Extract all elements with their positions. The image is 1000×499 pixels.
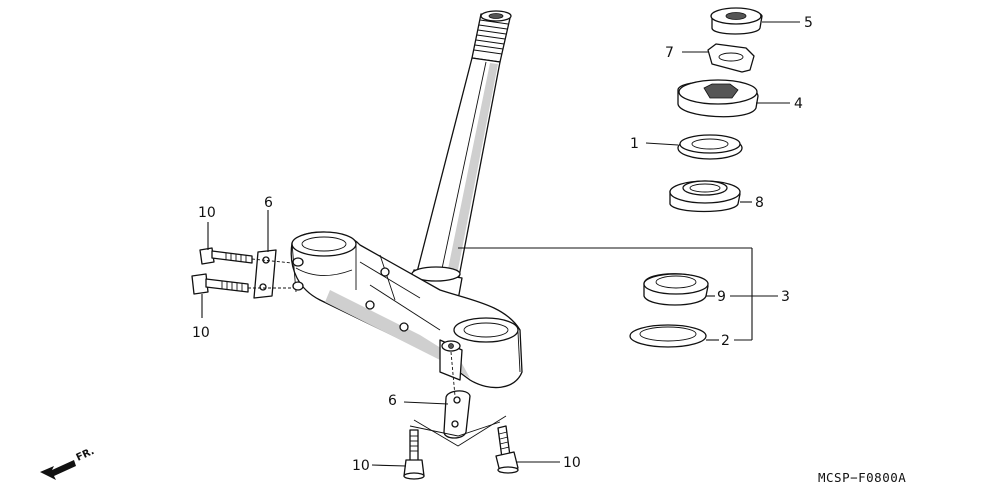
lock-plate-lower-part [443,390,471,439]
callout-8: 8 [755,195,764,211]
callout-6-upper: 6 [264,195,273,211]
callout-7: 7 [665,45,674,61]
front-direction-icon: FR. [40,446,96,480]
bolt-lower-right-part [495,425,519,474]
lower-dust-seal-part [629,324,707,348]
callout-3: 3 [781,289,790,305]
leader-lines [201,21,800,467]
lock-washer-part [707,43,755,73]
callout-2: 2 [721,333,730,349]
lock-plate-left-part [253,249,277,299]
bolt-upper-left-part [199,247,253,265]
upper-bearing-part [669,180,741,213]
callout-4: 4 [794,96,803,112]
adjusting-nut-part [677,79,759,118]
dust-seal-part [677,134,743,160]
bottom-bridge-part [290,231,523,389]
steering-stem-part [409,10,512,301]
callout-9: 9 [717,289,726,305]
callout-6-lower: 6 [388,393,397,409]
callout-5: 5 [804,15,813,31]
callout-1: 1 [630,136,639,152]
lower-bearing-part [643,273,709,306]
callout-10-bottom-left: 10 [352,458,370,474]
bolt-lower-left-part [191,273,249,295]
callout-10-top-left: 10 [198,205,216,221]
bolt-lower-center-part [403,429,425,480]
diagram-code: MCSP−F0800A [818,470,906,485]
callout-10-bottom-right: 10 [563,455,581,471]
stem-nut-part [710,7,763,35]
direction-label: FR. [75,446,96,464]
callout-10-left: 10 [192,325,210,341]
